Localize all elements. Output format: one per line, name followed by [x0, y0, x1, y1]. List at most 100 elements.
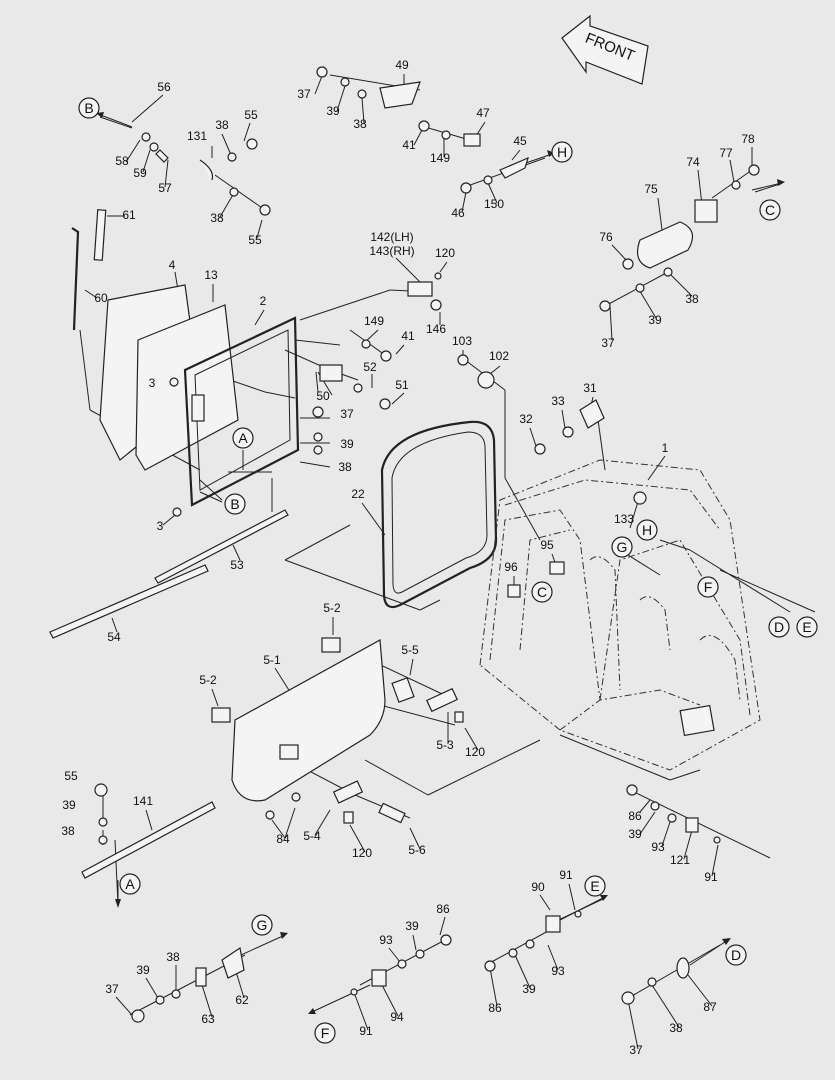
part-number-label: 141 [133, 794, 153, 808]
callout-circle [119, 873, 141, 895]
callout-letter: E [802, 619, 811, 635]
part-number-label: 59 [133, 166, 147, 180]
callout-d: D [768, 616, 790, 638]
callout-a: A [119, 873, 141, 895]
cab-structure [479, 459, 761, 771]
callout-letter: A [238, 430, 248, 446]
part-number-label: 37 [601, 336, 615, 350]
callout-letter: D [774, 619, 784, 635]
part-number-label: 131 [187, 129, 207, 143]
part-number-label: 38 [215, 118, 229, 132]
part-number-label: 37 [105, 982, 119, 996]
callout-circle [584, 875, 606, 897]
part-number-label: 3 [157, 519, 164, 533]
part-number-label: 38 [166, 950, 180, 964]
part-number-label: 62 [235, 993, 249, 1007]
part-number-labels: 5658595713138553855374939384741149454615… [61, 58, 755, 1057]
part-number-label: 39 [648, 313, 662, 327]
part-number-label: 2 [260, 294, 267, 308]
part-number-label: 39 [522, 982, 536, 996]
callout-circle [725, 944, 747, 966]
part-number-label: 53 [230, 558, 244, 572]
part-number-label: 41 [401, 329, 415, 343]
part-number-label: 95 [540, 538, 554, 552]
part-number-label: 38 [353, 117, 367, 131]
part-number-label: 38 [685, 292, 699, 306]
part-number-label: 32 [519, 412, 533, 426]
callout-letter: D [731, 947, 741, 963]
callout-circle [232, 427, 254, 449]
callout-letter: G [617, 539, 628, 555]
callout-circle [697, 576, 719, 598]
callout-e: E [584, 875, 606, 897]
part-number-label: 56 [157, 80, 171, 94]
callout-circle [768, 616, 790, 638]
part-number-label: 63 [201, 1012, 215, 1026]
part-number-label: 93 [651, 840, 665, 854]
part-number-label: 86 [488, 1001, 502, 1015]
callout-circle [78, 97, 100, 119]
part-number-label: 77 [719, 146, 733, 160]
part-number-label: 55 [244, 108, 258, 122]
part-number-label: 94 [390, 1010, 404, 1024]
part-number-label: 74 [686, 155, 700, 169]
part-number-label: 120 [465, 745, 485, 759]
part-number-label: 58 [115, 154, 129, 168]
part-number-label: 33 [551, 394, 565, 408]
part-number-label: 91 [704, 870, 718, 884]
part-number-label: 96 [504, 560, 518, 574]
callout-letter: C [537, 584, 547, 600]
callout-d: D [725, 944, 747, 966]
part-number-label: 78 [741, 132, 755, 146]
callout-c: C [759, 199, 781, 221]
callout-h: H [551, 141, 573, 163]
part-number-label: 55 [64, 769, 78, 783]
part-number-label: 61 [122, 208, 136, 222]
part-number-label: 49 [395, 58, 409, 72]
callout-e: E [796, 616, 818, 638]
part-number-label: 46 [451, 206, 465, 220]
part-number-label: 37 [340, 407, 354, 421]
part-number-label: 5-4 [303, 829, 321, 843]
callout-letter: C [765, 202, 775, 218]
window-parts [49, 209, 498, 879]
callout-letter: H [642, 522, 652, 538]
callout-letter: B [84, 100, 93, 116]
part-number-label: 22 [351, 487, 365, 501]
part-number-label: 5-1 [263, 653, 281, 667]
part-number-label: 55 [248, 233, 262, 247]
part-number-label: 5-2 [199, 673, 217, 687]
part-number-label: 150 [484, 197, 504, 211]
callout-b: B [78, 97, 100, 119]
part-number-label: 47 [476, 106, 490, 120]
part-number-label: 133 [614, 512, 634, 526]
part-number-label: 45 [513, 134, 527, 148]
callout-letter: E [590, 878, 599, 894]
part-number-label: 52 [363, 360, 377, 374]
part-number-label: 37 [297, 87, 311, 101]
callout-circle [251, 914, 273, 936]
part-number-label: 39 [62, 798, 76, 812]
part-number-label: 102 [489, 349, 509, 363]
part-number-label: 1 [662, 441, 669, 455]
part-number-label: 120 [435, 246, 455, 260]
part-number-label: 57 [158, 181, 172, 195]
part-number-label: 50 [316, 389, 330, 403]
part-number-label: 38 [61, 824, 75, 838]
part-number-label: 5-5 [401, 643, 419, 657]
callout-f: F [314, 1022, 336, 1044]
callout-letter: G [257, 917, 268, 933]
callout-c: C [531, 581, 553, 603]
callout-g: G [251, 914, 273, 936]
part-number-label: 86 [628, 809, 642, 823]
callout-circle [759, 199, 781, 221]
callout-circle [314, 1022, 336, 1044]
part-number-label: 54 [107, 630, 121, 644]
callout-circle [224, 493, 246, 515]
front-direction-arrow: FRONT [561, 14, 649, 85]
part-number-label: 39 [136, 963, 150, 977]
part-number-label: 90 [531, 880, 545, 894]
callout-b: B [224, 493, 246, 515]
part-number-label: 13 [204, 268, 218, 282]
